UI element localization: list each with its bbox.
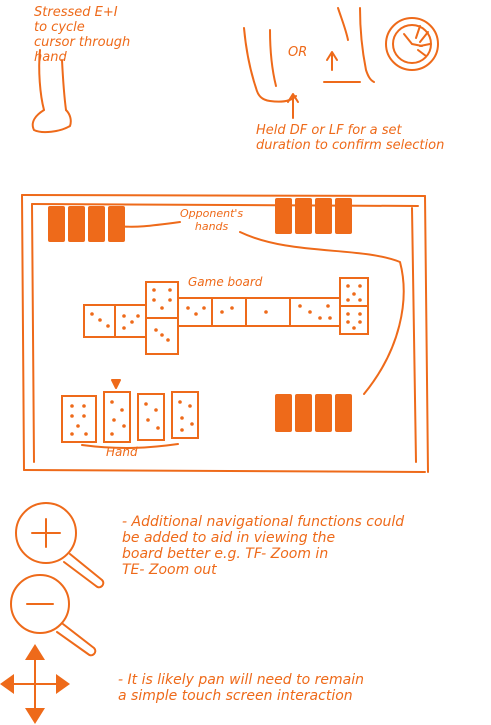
move-arrows-icon: [6, 654, 64, 716]
zoom-note: - Additional navigational functions coul…: [122, 514, 404, 578]
player-hand-tiles: [62, 392, 198, 442]
opponents-label: Opponent's hands: [180, 208, 243, 233]
opponent-hand-top-right: [275, 198, 352, 234]
heel-raise-sketch: [244, 28, 298, 118]
zoom-in-icon: [16, 503, 103, 587]
or-label: OR: [288, 46, 307, 61]
timer-icon: [386, 18, 438, 70]
game-board-label: Game board: [188, 276, 262, 290]
pan-arrow-right: [56, 674, 70, 694]
zoom-out-icon: [11, 575, 95, 655]
held-note: Held DF or LF for a set duration to conf…: [256, 124, 444, 154]
hand-label: Hand: [106, 446, 138, 460]
opponent-hand-top-left: [48, 206, 125, 242]
opponent-hand-bottom-right: [275, 394, 352, 432]
pan-arrow-down: [25, 708, 45, 724]
toe-raise-sketch: [324, 8, 374, 82]
pan-arrow-left: [0, 674, 14, 694]
hand-cursor-marker: [112, 380, 120, 388]
pan-note: - It is likely pan will need to remain a…: [118, 672, 364, 704]
pan-arrow-up: [25, 644, 45, 660]
opponents-connector-left: [118, 222, 180, 227]
stressed-note: Stressed E+I to cycle cursor through han…: [34, 6, 130, 66]
